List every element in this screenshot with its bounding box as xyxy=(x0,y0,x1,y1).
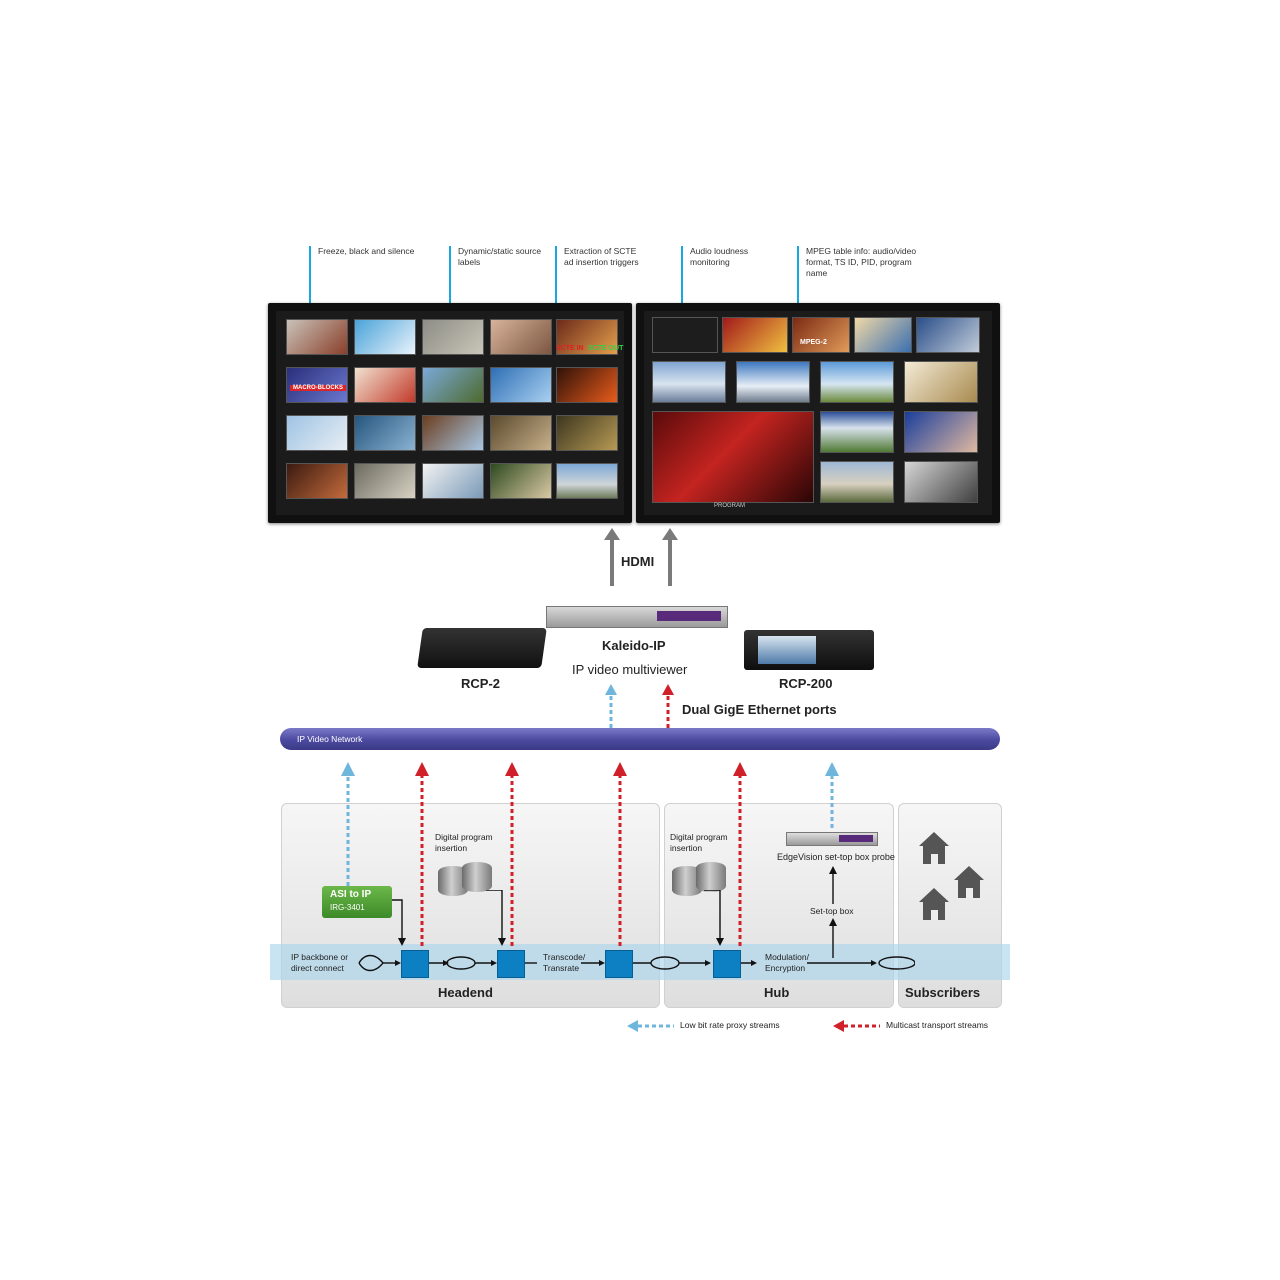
video-tile xyxy=(652,361,726,403)
callout-audio: Audio loudness monitoring xyxy=(690,246,749,267)
video-tile xyxy=(490,415,552,451)
video-tile xyxy=(556,415,618,451)
dual-gige-label: Dual GigE Ethernet ports xyxy=(682,702,837,717)
kaleido-front-panel xyxy=(657,611,721,621)
right-monitor-screen: MPEG-2 PROGRAM xyxy=(644,311,992,515)
video-tile xyxy=(354,319,416,355)
video-tile xyxy=(904,461,978,503)
hub-title: Hub xyxy=(764,985,790,1000)
hdmi-arrows xyxy=(604,528,678,586)
video-tile xyxy=(490,367,552,403)
dpi-server-icon xyxy=(462,862,492,892)
callout-mpeg: MPEG table info: audio/video format, TS … xyxy=(806,246,917,278)
macro-blocks-label: MACRO-BLOCKS xyxy=(290,385,346,391)
house-icons xyxy=(919,832,984,920)
video-tile xyxy=(286,415,348,451)
callout-scte: Extraction of SCTE ad insertion triggers xyxy=(564,246,639,267)
scte-in-label: SCTE IN xyxy=(556,345,584,352)
settop-label: Set-top box xyxy=(810,906,854,916)
video-tile xyxy=(556,319,618,355)
edgevision-label: EdgeVision set-top box probe xyxy=(777,852,895,862)
video-tile xyxy=(490,463,552,499)
legend-proxy-label: Low bit rate proxy streams xyxy=(680,1020,780,1030)
video-tile xyxy=(854,317,912,353)
video-tile xyxy=(916,317,980,353)
rcp200-label: RCP-200 xyxy=(779,676,833,691)
callout-dynamic: Dynamic/static source labels xyxy=(458,246,542,267)
callout-line-scte xyxy=(555,246,557,342)
video-tile xyxy=(904,411,978,453)
rcp200-screen xyxy=(758,636,816,664)
hub-feed-arrow xyxy=(704,890,724,946)
modulation-label: Modulation/ Encryption xyxy=(765,952,809,973)
rcp200-device xyxy=(744,630,874,670)
scte-out-label: SCTE OUT xyxy=(588,345,624,352)
dpi-server-icon xyxy=(696,862,726,892)
video-tile xyxy=(422,319,484,355)
right-monitor: MPEG-2 PROGRAM xyxy=(636,303,1000,523)
settop-arrows xyxy=(829,866,837,958)
kaleido-ip-device xyxy=(546,606,728,628)
video-tile xyxy=(904,361,978,403)
video-tile xyxy=(422,415,484,451)
program-label: PROGRAM xyxy=(714,503,746,509)
callout-line-mpeg xyxy=(797,246,799,320)
callout-line-audio xyxy=(681,246,683,320)
mpeg2-label: MPEG-2 xyxy=(800,339,827,346)
left-monitor-screen: SCTE IN SCTE OUT MACRO-BLOCKS xyxy=(276,311,624,515)
hub-dpi-label: Digital program insertion xyxy=(670,832,728,853)
kaleido-name: Kaleido-IP xyxy=(602,638,666,653)
ip-video-network-label: IP Video Network xyxy=(297,734,363,744)
legend-multicast-label: Multicast transport streams xyxy=(886,1020,989,1030)
video-tile xyxy=(490,319,552,355)
edgevision-panel xyxy=(839,835,873,842)
router-icon xyxy=(605,950,633,978)
video-tile xyxy=(792,317,850,353)
callout-line-freeze xyxy=(309,246,311,346)
asi-title: ASI to IP xyxy=(330,889,372,900)
headend-title: Headend xyxy=(438,985,493,1000)
signal-chain xyxy=(358,954,915,972)
video-tile xyxy=(354,367,416,403)
subscribers-title: Subscribers xyxy=(905,985,981,1000)
headend-feed-arrows xyxy=(392,890,506,946)
video-tile xyxy=(556,463,618,499)
legend-proxy-arrow xyxy=(627,1020,674,1032)
video-tile xyxy=(286,319,348,355)
program-tile xyxy=(652,411,814,503)
left-monitor: SCTE IN SCTE OUT MACRO-BLOCKS xyxy=(268,303,632,523)
rcp2-device xyxy=(417,628,547,668)
edgevision-device xyxy=(786,832,878,846)
headend-dpi-label: Digital program insertion xyxy=(435,832,493,853)
transcode-label: Transcode/ Transrate xyxy=(543,952,586,973)
callout-line-dynamic xyxy=(449,246,451,342)
audio-meter-tile xyxy=(652,317,718,353)
video-tile xyxy=(422,463,484,499)
video-tile xyxy=(556,367,618,403)
rcp2-label: RCP-2 xyxy=(461,676,501,691)
router-icon xyxy=(401,950,429,978)
video-tile xyxy=(354,415,416,451)
video-tile xyxy=(354,463,416,499)
router-icon xyxy=(713,950,741,978)
hdmi-label: HDMI xyxy=(621,554,655,569)
video-tile xyxy=(820,361,894,403)
kaleido-subtitle: IP video multiviewer xyxy=(572,662,688,677)
kaleido-stream-arrows xyxy=(605,684,674,728)
video-tile xyxy=(722,317,788,353)
video-tile xyxy=(820,461,894,503)
video-tile xyxy=(820,411,894,453)
ip-video-network-bar xyxy=(280,728,1000,750)
legend-multicast-arrow xyxy=(833,1020,880,1032)
asi-model: IRG-3401 xyxy=(330,903,365,912)
video-tile xyxy=(286,463,348,499)
router-icon xyxy=(497,950,525,978)
callout-freeze: Freeze, black and silence xyxy=(318,246,415,256)
video-tile xyxy=(736,361,810,403)
network-stream-arrows xyxy=(341,762,839,946)
video-tile xyxy=(422,367,484,403)
transport-band xyxy=(270,944,1010,980)
backbone-label: IP backbone or direct connect xyxy=(291,952,349,973)
asi-to-ip-card: ASI to IP IRG-3401 xyxy=(322,886,392,918)
